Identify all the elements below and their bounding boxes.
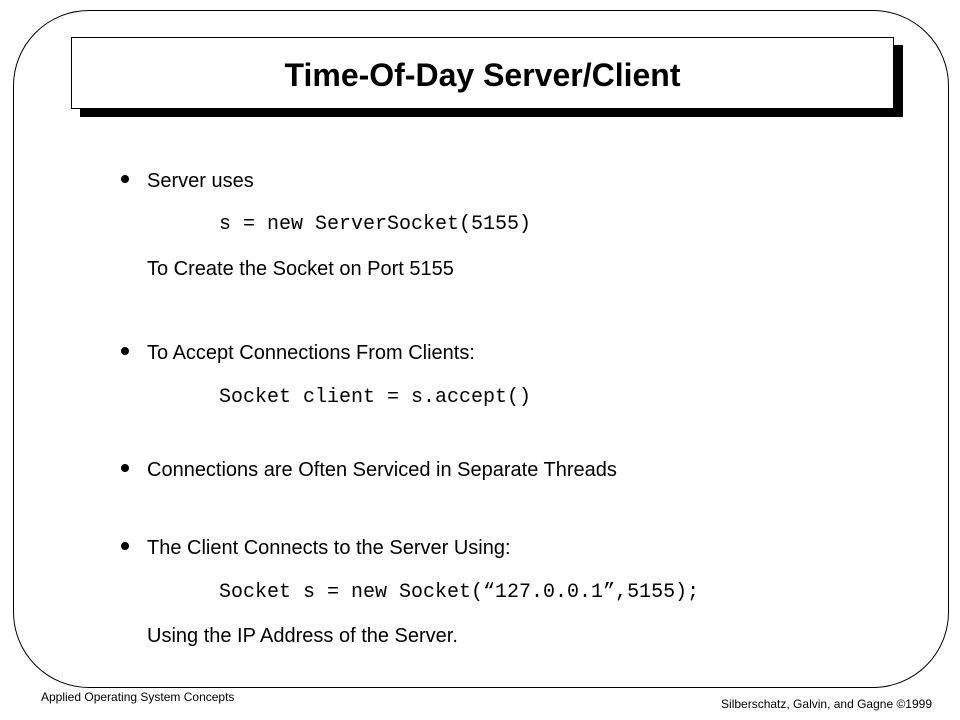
code-line: Socket client = s.accept() (219, 386, 532, 409)
bullet-note: To Create the Socket on Port 5155 (147, 258, 454, 280)
bullet-text: The Client Connects to the Server Using: (147, 537, 511, 559)
bullet-text: To Accept Connections From Clients: (147, 342, 475, 364)
slide-title: Time-Of-Day Server/Client (284, 56, 681, 93)
bullet-note: Using the IP Address of the Server. (147, 625, 458, 647)
footer-course: Applied Operating System Concepts (41, 690, 235, 704)
bullet-text: Connections are Often Serviced in Separa… (147, 459, 617, 481)
bullet-text: Server uses (147, 170, 254, 192)
footer-copyright: Silberschatz, Galvin, and Gagne ©1999 (721, 697, 932, 711)
title-box: Time-Of-Day Server/Client (71, 37, 894, 109)
bullet-dot (121, 175, 129, 183)
bullet-dot (121, 542, 129, 550)
bullet-dot (121, 347, 129, 355)
bullet-dot (121, 464, 129, 472)
code-line: s = new ServerSocket(5155) (219, 213, 532, 236)
slide-frame (13, 10, 949, 688)
code-line: Socket s = new Socket(“127.0.0.1”,5155); (219, 581, 700, 604)
